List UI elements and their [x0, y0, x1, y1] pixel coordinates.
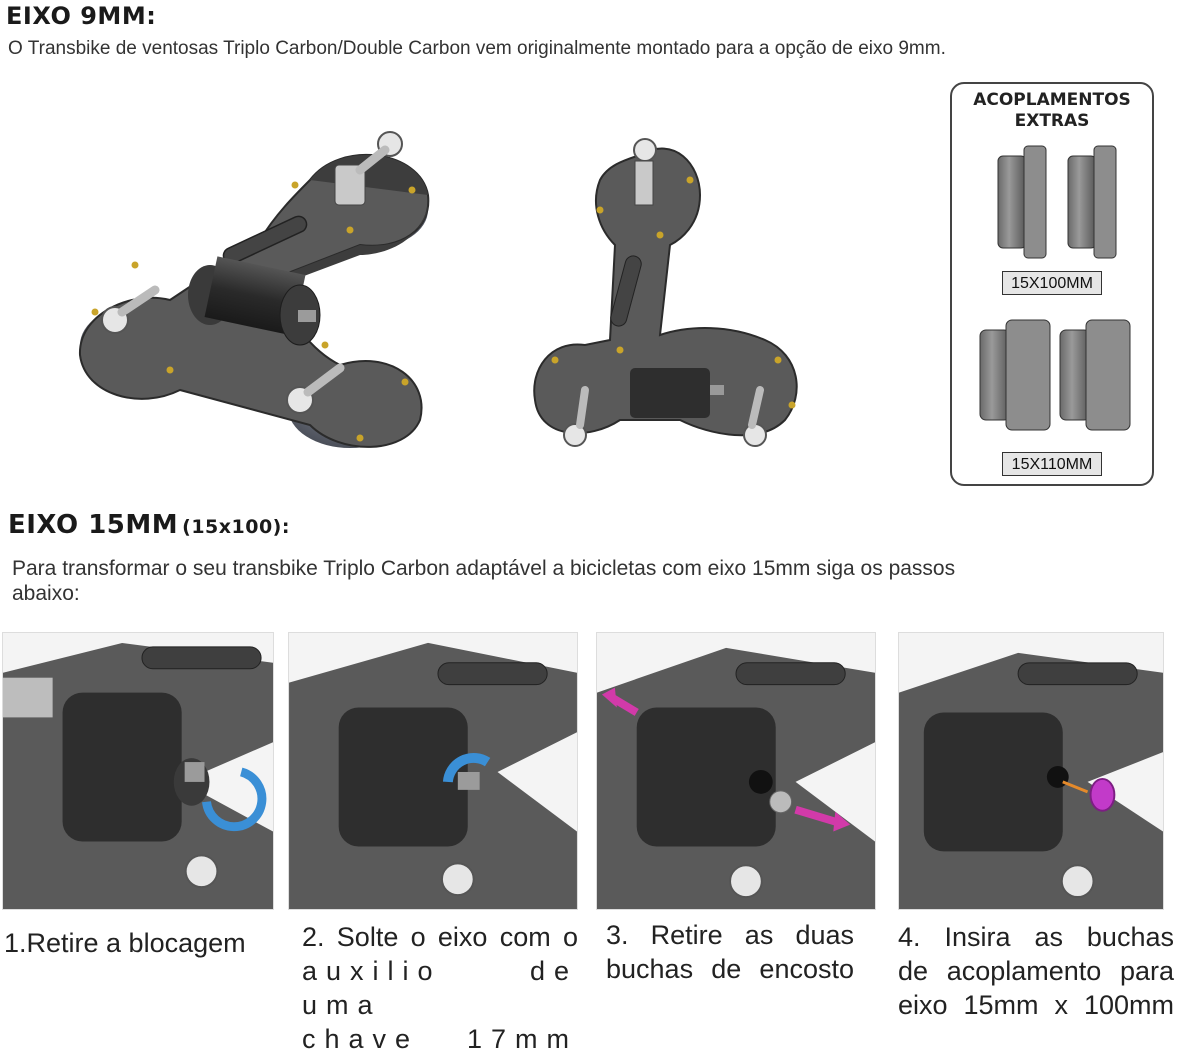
coupling-15x100-image [997, 145, 1117, 259]
section-9mm-description: O Transbike de ventosas Triplo Carbon/Do… [8, 38, 946, 59]
section-9mm-title: EIXO 9MM: [6, 2, 157, 30]
extras-title: ACOPLAMENTOS EXTRAS [973, 90, 1131, 131]
extra-couplings-panel: ACOPLAMENTOS EXTRAS 15X100MM 15X110MM [950, 82, 1154, 486]
coupling-size-label: 15X110MM [1002, 452, 1102, 476]
coupling-size-label: 15X100MM [1002, 271, 1102, 295]
section-15mm-title: EIXO 15MM(15x100): [8, 510, 290, 540]
transbike-top-view-image [530, 135, 810, 455]
step-4-image [898, 632, 1164, 910]
coupling-15x110-image [979, 319, 1131, 431]
step-1-caption: 1.Retire a blocagem [4, 928, 246, 958]
section-15mm-description: Para transformar o seu transbike Triplo … [12, 557, 956, 605]
step-3-image [596, 632, 876, 910]
step-4-caption: 4. Insira as buchas de acoplamento para … [898, 922, 1174, 1020]
step-1-image [2, 632, 274, 910]
transbike-isometric-image [60, 120, 430, 460]
section-15mm-subtitle: (15x100): [182, 516, 290, 538]
step-2-image [288, 632, 578, 910]
step-3-caption: 3. Retire as duas buchas de encosto [606, 920, 854, 984]
step-2-caption: 2. Solte o eixo com o auxilio de uma cha… [302, 922, 578, 1054]
